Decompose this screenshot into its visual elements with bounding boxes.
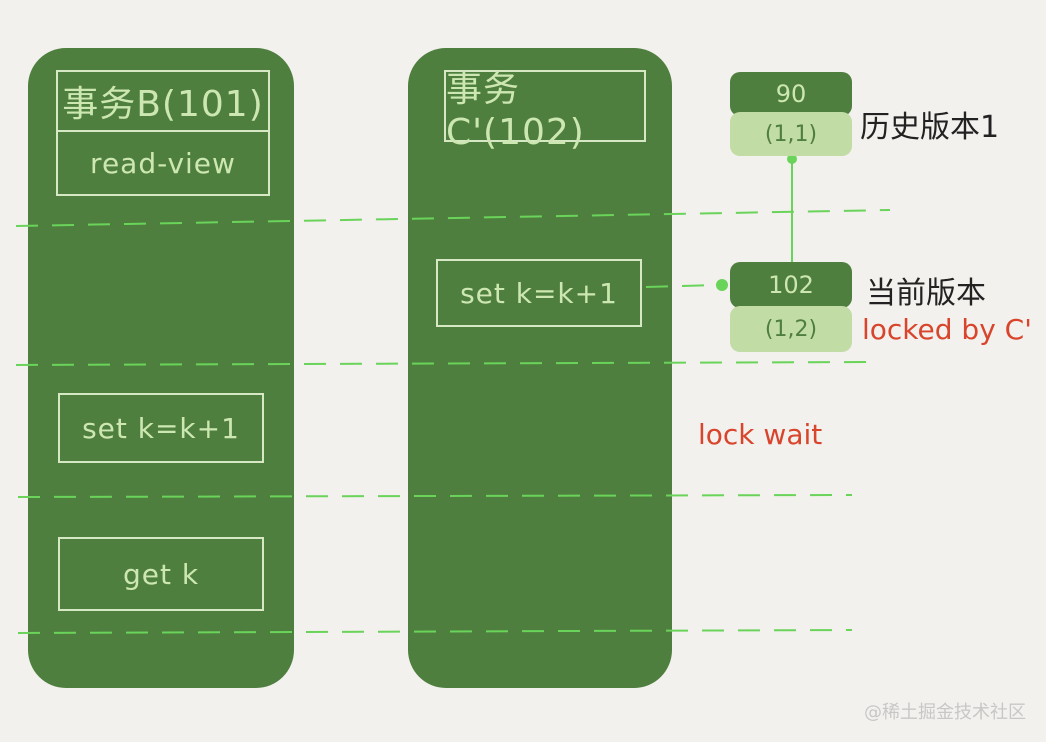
lock-owner-note: locked by C' [862, 313, 1032, 346]
timeline-divider-1 [15, 209, 891, 227]
timeline-divider-3 [17, 494, 853, 498]
transaction-b-read-view: read-view [56, 130, 270, 196]
transaction-c-set-op: set k=k+1 [436, 259, 642, 327]
history-version-label: 历史版本1 [860, 110, 1000, 145]
transaction-b-set-op: set k=k+1 [58, 393, 264, 463]
current-version-value: (1,2) [730, 306, 852, 352]
timeline-divider-2 [15, 361, 879, 366]
transaction-b-column [28, 48, 294, 688]
transaction-c-column [408, 48, 672, 688]
update-link [645, 284, 719, 288]
lock-wait-note: lock wait [698, 418, 823, 451]
watermark: @稀土掘金技术社区 [864, 702, 1026, 723]
current-version-label: 当前版本 [866, 276, 986, 311]
undo-log-dot [787, 154, 797, 164]
update-link-dot [716, 279, 728, 291]
history-version-value: (1,1) [730, 112, 852, 156]
transaction-b-title: 事务B(101) [56, 70, 270, 132]
transaction-b-get-op: get k [58, 537, 264, 611]
timeline-divider-4 [17, 629, 853, 634]
history-version-trx-id: 90 [730, 72, 852, 116]
current-version-trx-id: 102 [730, 262, 852, 308]
